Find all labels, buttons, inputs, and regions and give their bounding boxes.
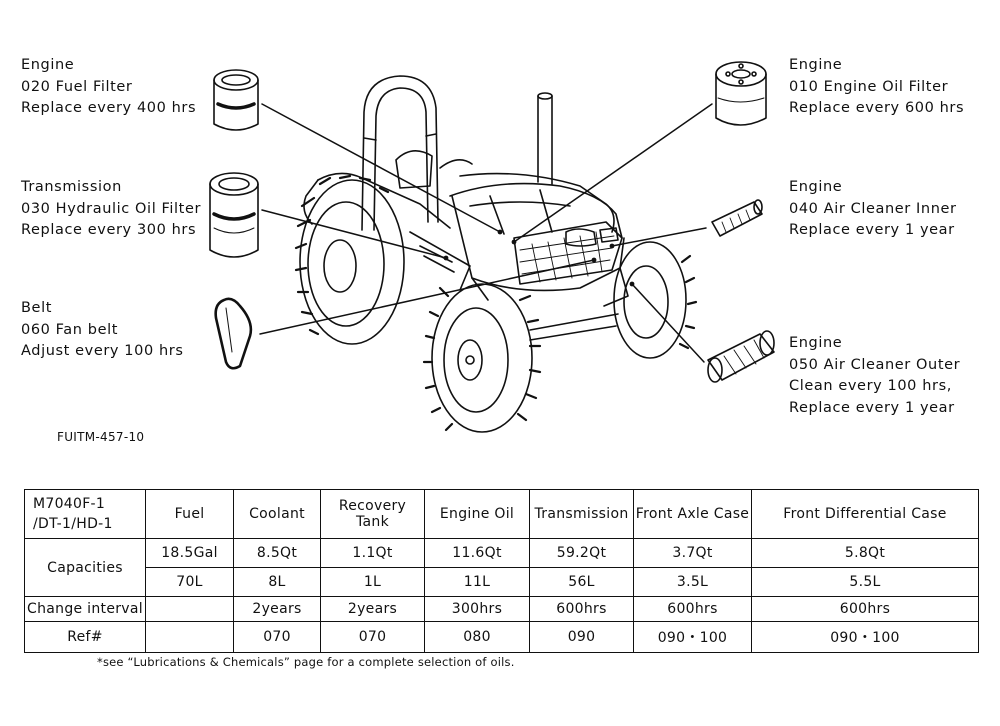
- fan-belt-label: Belt 060 Fan belt Adjust every 100 hrs: [21, 300, 184, 359]
- figure-code: FUITM-457-10: [57, 430, 145, 444]
- air-cleaner-outer-label: Engine 050 Air Cleaner Outer Clean every…: [789, 335, 961, 416]
- header-cell: Recovery Tank: [320, 489, 425, 539]
- table-row: Capacities 18.5Gal 8.5Qt 1.1Qt 11.6Qt 59…: [24, 538, 979, 597]
- table-cell: 600hrs: [529, 596, 634, 622]
- header-cell: Engine Oil: [424, 489, 530, 539]
- header-cell: Fuel: [145, 489, 234, 539]
- table-cell: 3.5L: [633, 567, 752, 597]
- footnote: *see “Lubrications & Chemicals” page for…: [97, 655, 515, 669]
- tractor-illustration: [294, 75, 698, 433]
- table-cell: 2years: [233, 596, 321, 622]
- fan-belt-icon: [214, 297, 253, 370]
- air-cleaner-outer-icon: [707, 330, 775, 383]
- table-cell: 56L: [529, 567, 634, 597]
- oil-filter-label: Engine 010 Engine Oil Filter Replace eve…: [789, 57, 965, 116]
- row-label: Change interval: [24, 596, 146, 622]
- fuel-filter-label: Engine 020 Fuel Filter Replace every 400…: [21, 57, 197, 116]
- hydraulic-filter-label: Transmission 030 Hydraulic Oil Filter Re…: [21, 179, 202, 238]
- table-row: Change interval 2years 2years 300hrs 600…: [24, 596, 979, 622]
- table-row: 70L 8L 1L 11L 56L 3.5L 5.5L: [25, 567, 979, 597]
- table-cell: [145, 596, 234, 622]
- table-cell: 600hrs: [633, 596, 752, 622]
- table-cell: 5.8Qt: [751, 538, 979, 568]
- table-cell: 11L: [424, 567, 530, 597]
- table-cell: 600hrs: [751, 596, 979, 622]
- engine-oil-filter-icon: [715, 61, 767, 126]
- tractor-maintenance-diagram: [209, 61, 775, 433]
- table-cell: [145, 621, 234, 653]
- hydraulic-oil-filter-icon: [209, 172, 259, 258]
- model-cell: M7040F-1/DT-1/HD-1: [24, 489, 146, 539]
- table-cell: 70L: [145, 567, 234, 597]
- table-cell: 300hrs: [424, 596, 530, 622]
- air-cleaner-inner-label: Engine 040 Air Cleaner Inner Replace eve…: [789, 179, 957, 238]
- table-cell: 59.2Qt: [529, 538, 634, 568]
- table-cell: 11.6Qt: [424, 538, 530, 568]
- table-cell: 8L: [233, 567, 321, 597]
- table-cell: 080: [424, 621, 530, 653]
- table-cell: 070: [233, 621, 321, 653]
- header-cell: Front Differential Case: [751, 489, 979, 539]
- table-cell: 5.5L: [751, 567, 979, 597]
- table-cell: 8.5Qt: [233, 538, 321, 568]
- table-cell: 1.1Qt: [320, 538, 425, 568]
- row-label: Ref#: [24, 621, 146, 653]
- table-cell: 1L: [320, 567, 425, 597]
- table-cell: 18.5Gal: [145, 538, 234, 568]
- air-cleaner-inner-icon: [711, 199, 763, 237]
- header-cell: Transmission: [529, 489, 634, 539]
- leader-lines: [259, 103, 713, 363]
- capacities-table: M7040F-1/DT-1/HD-1 Fuel Coolant Recovery…: [24, 489, 979, 653]
- table-row: Ref# 070 070 080 090 090・100 090・100: [24, 621, 979, 653]
- row-label: Capacities: [24, 538, 146, 597]
- table-header-row: M7040F-1/DT-1/HD-1 Fuel Coolant Recovery…: [24, 489, 979, 539]
- header-cell: Front Axle Case: [633, 489, 752, 539]
- table-cell: 3.7Qt: [633, 538, 752, 568]
- table-cell: 070: [320, 621, 425, 653]
- table-cell: 2years: [320, 596, 425, 622]
- table-cell: 090: [529, 621, 634, 653]
- table-cell: 090・100: [633, 621, 752, 653]
- table-cell: 090・100: [751, 621, 979, 653]
- fuel-filter-icon: [213, 69, 259, 131]
- header-cell: Coolant: [233, 489, 321, 539]
